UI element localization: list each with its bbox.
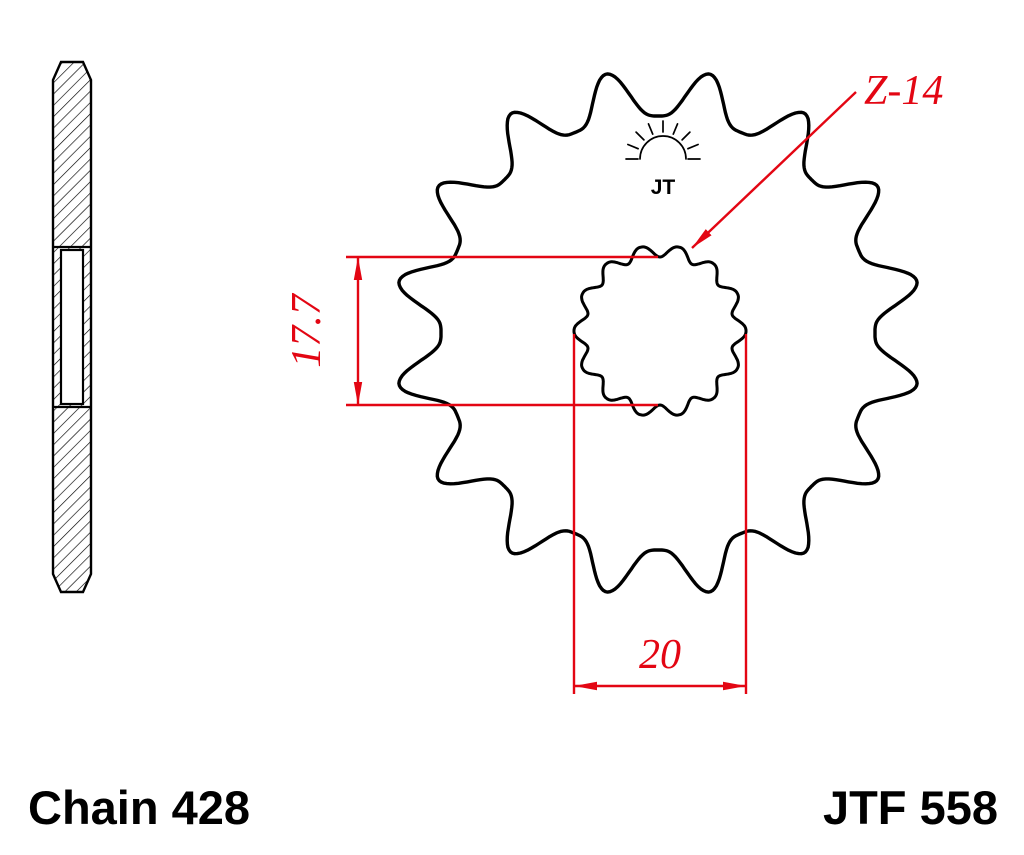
spline-count-callout: Z-14 [691, 68, 943, 249]
jt-logo: JT [625, 120, 701, 199]
sprocket-side-view [51, 60, 93, 594]
logo-text: JT [651, 176, 676, 199]
sun-ray-line [627, 143, 639, 150]
spline-count-value: Z-14 [864, 68, 943, 114]
bore-diameter-value: 17.7 [284, 292, 330, 368]
leader-line [691, 91, 857, 249]
side-view-bore [59, 248, 85, 406]
chain-size-label: Chain 428 [28, 781, 250, 834]
sun-ray-line [687, 143, 699, 150]
dimension-bore-diameter: 17.7 [284, 255, 658, 407]
sun-ray-line [635, 131, 645, 141]
part-number-label: JTF 558 [823, 781, 998, 834]
sun-icon [639, 135, 687, 160]
sun-rays-icon [627, 120, 699, 150]
sun-ray-line [672, 123, 679, 135]
sprocket-front-view: JT [397, 72, 919, 594]
sun-ray-line [647, 123, 654, 135]
spline-bore-outline [572, 245, 748, 417]
dimension-spline-width: 20 [572, 334, 748, 694]
spline-width-value: 20 [639, 632, 681, 678]
sun-ray-line [681, 131, 691, 141]
